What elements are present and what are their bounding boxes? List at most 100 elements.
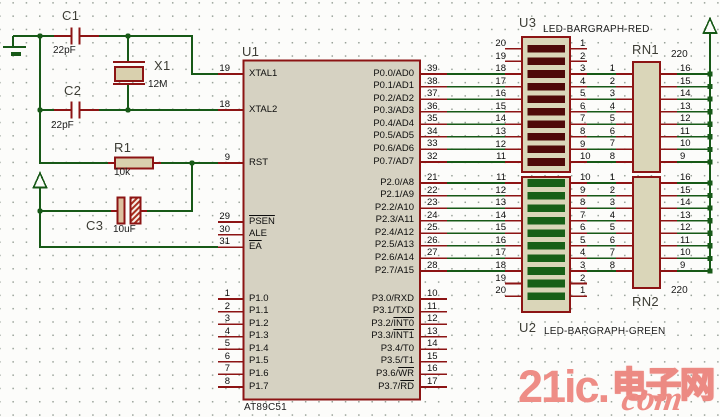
u2-part-label: LED-BARGRAPH-GREEN [544,326,666,337]
pin-number: 19 [495,50,506,62]
pin-number: 4 [580,247,586,259]
pin-number: 13 [680,209,691,221]
pin-number: 5 [580,88,586,100]
pin-name: P3.0/RXD [371,292,414,304]
pin-number: 13 [495,197,506,209]
pin-number: 3 [609,197,615,209]
pin-number: 7 [609,138,615,150]
pin-number: 20 [495,38,506,49]
x1-value-label: 12M [148,79,168,90]
c3-plate-left [116,196,126,225]
pin-number: 8 [580,125,586,137]
u1-p0-stubs [420,73,447,163]
u1-pin-num-19: 19 [219,63,230,75]
pin-number: 8 [580,197,586,209]
pin-number: 9 [680,151,686,163]
pin-number: 5 [609,222,615,234]
pin-number: 11 [680,234,690,246]
pin-number: 3 [580,63,586,75]
watermark-com-text: com [619,379,686,417]
pin-number: 13 [680,100,691,112]
u1-p1-stubs [218,298,243,388]
junction-dots [37,33,195,214]
pin-number: 22 [427,184,438,196]
pin-number: 17 [495,247,506,259]
u1-pin-name-xtal2: XTAL2 [249,103,278,115]
pin-number: 10 [680,247,691,259]
pin-number: 4 [224,325,230,337]
u3-rn1-wires [587,73,616,163]
pin-number: 10 [680,138,691,150]
pin-number: 11 [496,151,506,163]
pin-number: 35 [427,113,438,125]
u1-pin-num-18: 18 [219,99,230,111]
ground-symbol [3,36,26,48]
pin-number: 11 [680,125,690,137]
wire-network-green [3,16,718,272]
pin-number: 3 [609,88,615,100]
pin-number: 8 [609,151,615,163]
pin-number: 9 [580,184,586,196]
rn2-right-stubs [660,182,677,272]
watermark-cjk-text: 电子网 [611,365,716,406]
rn1-left-stubs [616,73,633,163]
u2-green-led-segments [527,179,565,300]
pin-number: 14 [680,197,691,209]
pin-number: 6 [609,125,615,137]
pin-name: P1.7 [249,380,269,392]
p2-bus-wires [447,182,505,272]
pin-number: 1 [609,172,615,184]
rail-junctions-top [707,71,713,165]
rn1-right-stubs [660,73,677,163]
pin-number: 3 [580,260,586,272]
pin-number: 16 [680,63,691,75]
pin-number: 39 [427,63,438,75]
x1-ref-label: X1 [154,58,171,73]
pin-number: 13 [427,325,438,337]
pin-number: 25 [427,222,438,234]
pin-number: 28 [427,260,438,272]
pin-name: P0.4/AD4 [373,117,414,129]
pin-number: 15 [495,100,506,112]
pin-number: 16 [427,363,438,375]
rn1-ref-label: RN1 [632,42,659,57]
pin-name: P3.5/T1 [380,355,414,367]
pin-number: 7 [580,113,586,125]
pin-number: 5 [580,234,586,246]
c1-ref-label: C1 [62,8,80,23]
rn2-ref-label: RN2 [632,294,659,309]
pin-number: 16 [495,234,506,246]
pin-name: P2.5/A13 [374,239,414,251]
rn1-body [632,61,661,173]
pin-number: 21 [427,172,438,184]
pin-name: P2.7/A15 [374,264,414,276]
rn2-rail-wires [677,182,710,272]
pin-number: 6 [609,234,615,246]
c3-value-label: 10uF [113,224,136,235]
pin-number: 2 [580,272,586,284]
pin-number: 12 [680,113,691,125]
c3-plate-right [129,196,142,225]
u3-ref-label: U3 [519,15,537,30]
c3-ref-label: C3 [86,218,104,233]
pin-name: P1.5 [249,355,269,367]
pin-number: 11 [496,172,506,184]
pin-number: 38 [427,75,438,87]
pin-number: 12 [495,138,506,150]
pin-number: 11 [427,300,437,312]
pin-number: 1 [580,285,586,297]
u1-part-label: AT89C51 [244,402,287,413]
pin-number: 10 [580,151,591,163]
pin-number: 4 [609,100,615,112]
rn1-rail-wires [677,73,710,163]
rn1-value-label: 220 [671,49,688,60]
pin-number: 20 [495,285,506,297]
